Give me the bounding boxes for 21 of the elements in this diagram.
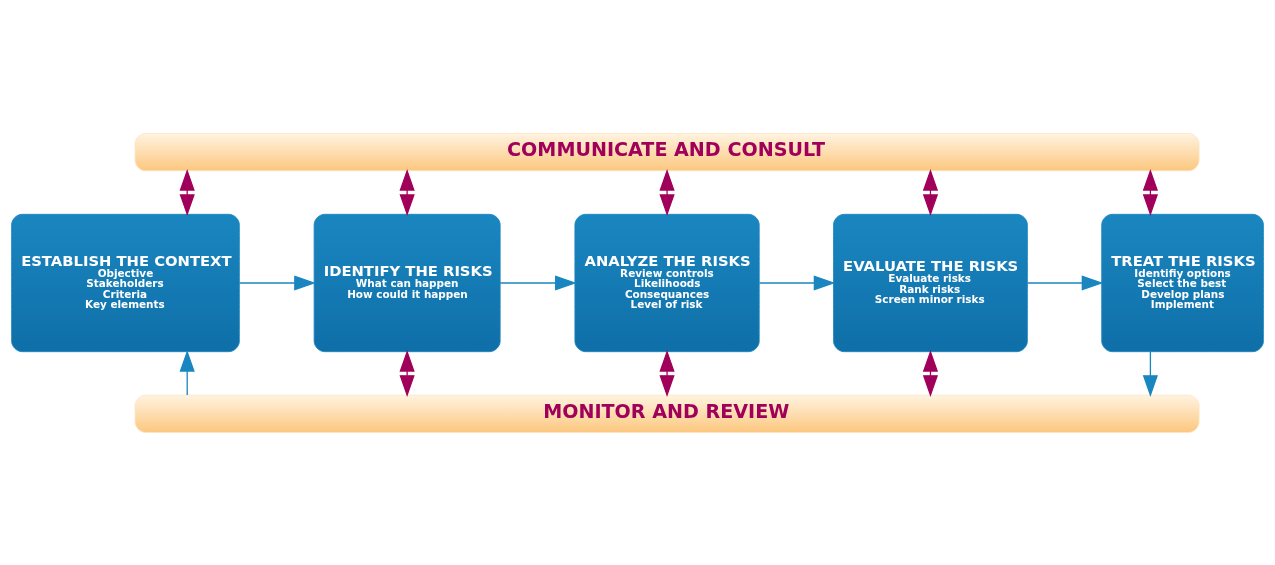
arrow <box>179 349 195 396</box>
arrow <box>922 349 939 397</box>
node-box: IDENTIFY THE RISKS What can happen How could it happen <box>313 213 501 352</box>
arrow <box>1026 274 1104 291</box>
arrow <box>758 274 836 291</box>
node-box: ESTABLISH THE CONTEXT Objective Stakeholders Criteria Key elements <box>11 213 240 352</box>
arrow <box>239 274 316 291</box>
arrow <box>499 274 577 291</box>
arrow <box>399 168 415 216</box>
arrow <box>1142 350 1158 397</box>
arrow <box>399 349 415 397</box>
arrow <box>659 349 675 397</box>
node-box: MONITOR AND REVIEW <box>134 394 1200 433</box>
arrow <box>179 168 195 216</box>
arrow <box>1142 168 1158 216</box>
node-box: EVALUATE THE RISKS Evaluate risks Rank risks Screen minor risks <box>833 213 1028 352</box>
node-box: ANALYZE THE RISKS Review controls Likelihoods Consequances Level of risk <box>574 213 760 352</box>
arrow <box>922 168 939 216</box>
node-box: COMMUNICATE AND CONSULT <box>134 132 1200 171</box>
arrow <box>659 168 675 216</box>
node-box: TREAT THE RISKS Identifiy options Select the best Develop plans Implement <box>1101 213 1264 352</box>
